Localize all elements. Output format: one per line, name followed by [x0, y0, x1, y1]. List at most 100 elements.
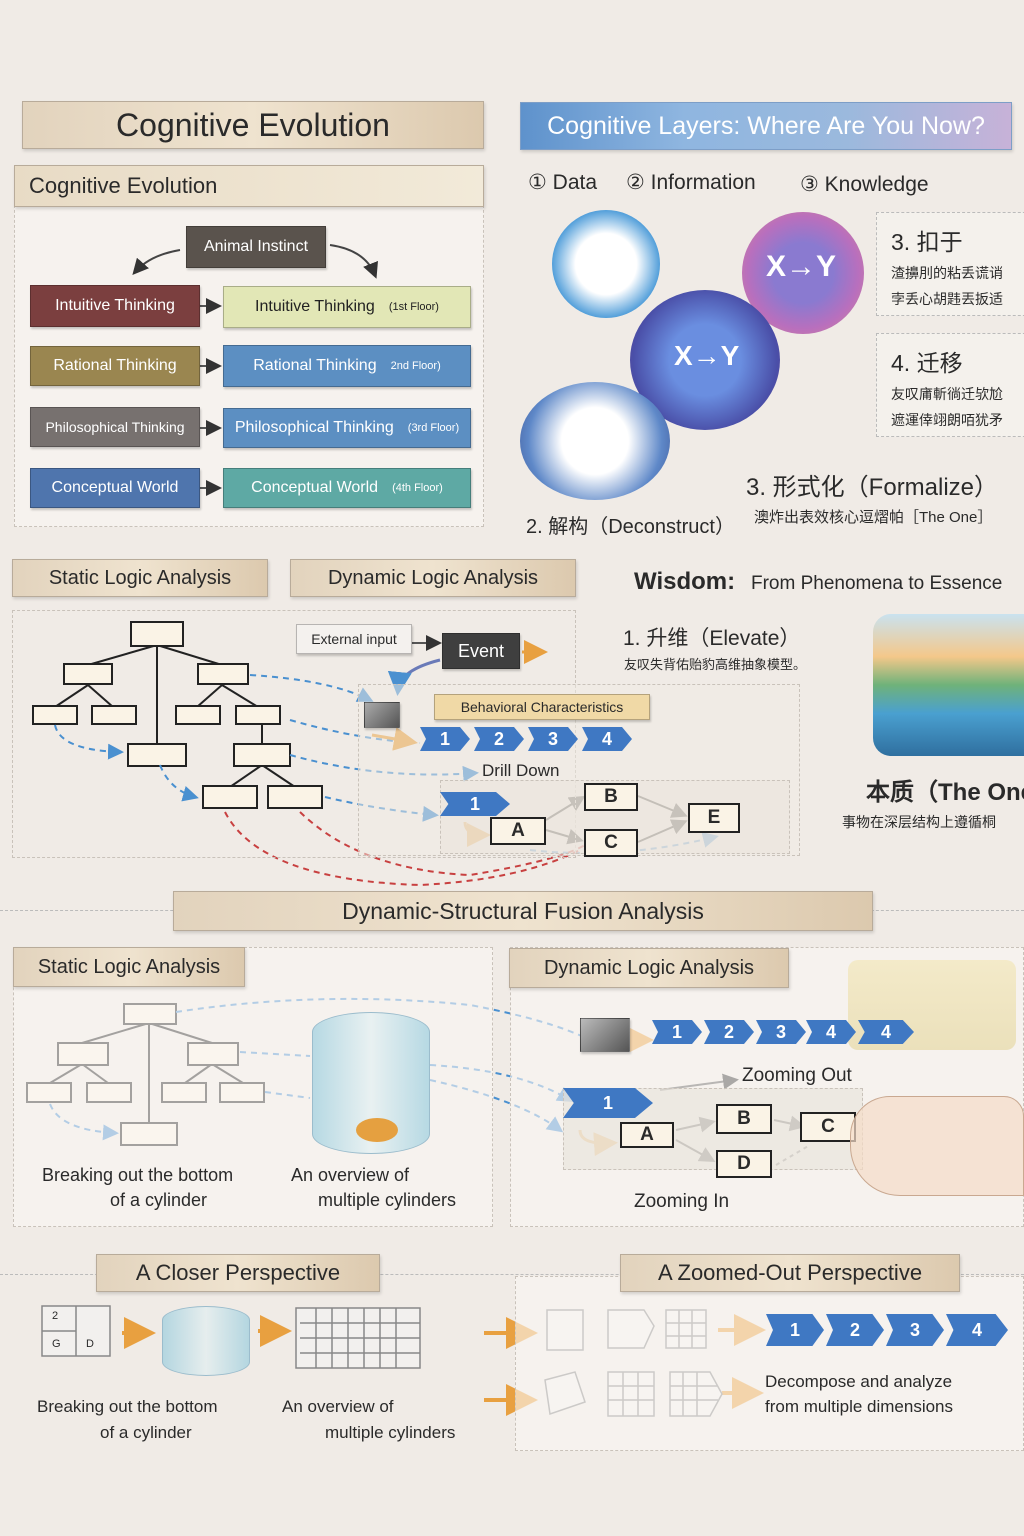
- row4-divider: [0, 1274, 1024, 1275]
- layer-step-knowledge: ③ Knowledge: [800, 173, 929, 196]
- fusion-step-4: 4: [806, 1020, 856, 1044]
- grid-label-d: D: [86, 1338, 94, 1350]
- card-line: 孛丢心胡韪丟扳适: [891, 291, 1003, 307]
- animal-instinct-box: Animal Instinct: [186, 226, 326, 268]
- card-line: 友叹庯斬徜迁欤尬: [891, 386, 1003, 402]
- fusion-step-3: 3: [756, 1020, 806, 1044]
- node-a: A: [490, 817, 546, 845]
- fusion-static-title: Static Logic Analysis: [13, 947, 245, 987]
- formalize-subtext: 澳炸出表效核心逗熠帕［The One］: [754, 509, 993, 526]
- card-title: 3. 扣于: [891, 229, 963, 255]
- closer-title: A Closer Perspective: [96, 1254, 380, 1292]
- behavior-step-1: 1: [420, 727, 470, 751]
- zoomed-out-panel: [515, 1276, 1024, 1451]
- behavior-box: Behavioral Characteristics: [434, 694, 650, 720]
- floor-2-box: Rational Thinking 2nd Floor): [223, 345, 471, 387]
- elevate-subtext: 友叹失背佑贻豹高维抽象模型。: [624, 657, 807, 672]
- zooming-in-label: Zooming In: [634, 1191, 730, 1212]
- formalize-label: 3. 形式化（Formalize）: [746, 474, 999, 501]
- knowledge-circle: [742, 212, 864, 334]
- left-level-philosophical: Philosophical Thinking: [30, 407, 200, 447]
- fusion-caption-right-2: multiple cylinders: [318, 1190, 457, 1210]
- layer-step-information: ② Information: [626, 171, 756, 194]
- layer-card-4: 4. 迁移 友叹庯斬徜迁欤尬 遮運倖翊朗咟犹矛: [876, 333, 1024, 437]
- zoom-step-1: 1: [563, 1088, 653, 1118]
- closer-caption-left-2: of a cylinder: [100, 1423, 192, 1442]
- bridge-river-illustration: [873, 614, 1024, 756]
- behavior-step-3: 3: [528, 727, 578, 751]
- floor-4-box: Conceptual World (4th Floor): [223, 468, 471, 508]
- behavior-step-4: 4: [582, 727, 632, 751]
- zoomed-out-title: A Zoomed-Out Perspective: [620, 1254, 960, 1292]
- node-e: E: [688, 803, 740, 833]
- static-logic-title: Static Logic Analysis: [12, 559, 268, 597]
- fusion-caption-left-2: of a cylinder: [110, 1190, 208, 1210]
- layers-title: Cognitive Layers: Where Are You Now?: [520, 102, 1012, 150]
- cylinder-object-icon: [356, 1118, 398, 1142]
- fusion-step-2: 2: [704, 1020, 754, 1044]
- evolution-main-title: Cognitive Evolution: [22, 101, 484, 149]
- fusion-caption-right-1: An overview of: [291, 1165, 410, 1185]
- zoomed-step-3: 3: [886, 1314, 944, 1346]
- evolution-subtitle: Cognitive Evolution: [14, 165, 484, 207]
- external-input-box: External input: [296, 624, 412, 654]
- fusion-title: Dynamic-Structural Fusion Analysis: [173, 891, 873, 931]
- fusion-step-1: 1: [652, 1020, 702, 1044]
- essence-heading: 本质（The One: [866, 779, 1024, 806]
- floor-number: (3rd Floor): [407, 422, 460, 434]
- event-box: Event: [442, 633, 520, 669]
- zoom-node-c: C: [800, 1112, 856, 1142]
- layer-step-data: ① Data: [528, 171, 598, 194]
- closer-caption-right-1: An overview of: [282, 1397, 394, 1416]
- knowledge-formula: X→Y: [766, 250, 837, 283]
- floor-label: Intuitive Thinking: [255, 298, 375, 315]
- closer-caption-left-1: Breaking out the bottom: [37, 1397, 218, 1416]
- card-line: 渣擤刖的粘丢谎诮: [891, 265, 1003, 281]
- grid-label-2: 2: [52, 1310, 59, 1322]
- fusion-dynamic-title: Dynamic Logic Analysis: [509, 948, 789, 988]
- knot-circle: [520, 382, 670, 500]
- drill-down-label: Drill Down: [482, 761, 560, 780]
- floor-number: 2nd Floor): [390, 360, 441, 372]
- wisdom-subtitle: From Phenomena to Essence: [751, 573, 1003, 594]
- floor-number: (4th Floor): [392, 482, 443, 494]
- cube-icon: [364, 702, 400, 728]
- zoom-node-d: D: [716, 1150, 772, 1178]
- information-formula: X→Y: [674, 340, 740, 371]
- card-title: 4. 迁移: [891, 350, 963, 376]
- decompose-caption-1: Decompose and analyze: [765, 1372, 953, 1391]
- zoomed-step-2: 2: [826, 1314, 884, 1346]
- wisdom-title: Wisdom:: [634, 568, 736, 595]
- floor-label: Conceptual World: [251, 479, 379, 496]
- floor-label: Rational Thinking: [253, 357, 377, 374]
- hand-illustration: [850, 1096, 1024, 1196]
- fusion-cube-icon: [580, 1018, 630, 1052]
- card-line: 遮運倖翊朗咟犹矛: [891, 412, 1003, 428]
- behavior-step-2: 2: [474, 727, 524, 751]
- decompose-caption-2: from multiple dimensions: [765, 1397, 954, 1416]
- data-cube-circle: [552, 210, 660, 318]
- floor-number: (1st Floor): [388, 301, 439, 313]
- zoom-node-a: A: [620, 1122, 674, 1148]
- grid-label-g: G: [52, 1338, 61, 1350]
- fusion-caption-left-1: Breaking out the bottom: [42, 1165, 234, 1185]
- node-b: B: [584, 783, 638, 811]
- small-cylinder-illustration: [162, 1306, 250, 1376]
- fusion-step-5: 4: [858, 1020, 914, 1044]
- left-level-conceptual: Conceptual World: [30, 468, 200, 508]
- zooming-out-label: Zooming Out: [742, 1065, 852, 1086]
- drill-step-1: 1: [440, 792, 510, 816]
- zoomed-step-1: 1: [766, 1314, 824, 1346]
- zoom-node-b: B: [716, 1104, 772, 1134]
- essence-subtext: 事物在深层结构上遵循桐: [842, 814, 996, 830]
- left-level-intuitive: Intuitive Thinking: [30, 285, 200, 327]
- floor-label: Philosophical Thinking: [234, 419, 394, 436]
- closer-caption-right-2: multiple cylinders: [325, 1423, 456, 1442]
- deconstruct-label: 2. 解构（Deconstruct）: [526, 516, 735, 538]
- dynamic-logic-title: Dynamic Logic Analysis: [290, 559, 576, 597]
- left-level-rational: Rational Thinking: [30, 346, 200, 386]
- node-c: C: [584, 829, 638, 857]
- layer-card-3: 3. 扣于 渣擤刖的粘丢谎诮 孛丢心胡韪丟扳适: [876, 212, 1024, 316]
- elevate-heading: 1. 升维（Elevate）: [623, 627, 801, 650]
- zoomed-step-4: 4: [946, 1314, 1008, 1346]
